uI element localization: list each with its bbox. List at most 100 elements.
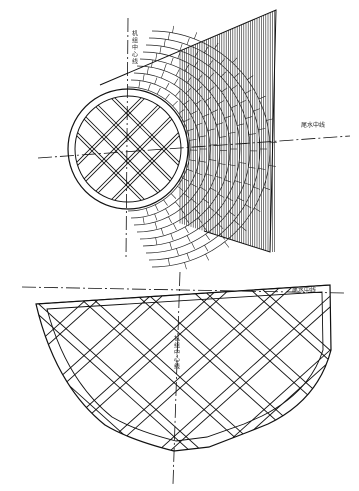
brick-joint: [195, 172, 203, 176]
brick-joint: [147, 83, 151, 91]
brick-joint: [194, 50, 199, 58]
brick-joint: [263, 187, 271, 190]
beam-line: [36, 285, 109, 451]
brick-joint: [248, 133, 256, 135]
brick-ring: [133, 72, 211, 226]
brick-joint: [155, 237, 158, 245]
beam-line: [207, 285, 331, 451]
brick-joint: [190, 110, 197, 115]
brick-joint: [194, 60, 199, 67]
brick-joint: [159, 46, 162, 54]
brick-joint: [258, 167, 266, 170]
brick-joint: [190, 183, 197, 188]
brick-joint: [221, 87, 228, 93]
beam-line: [36, 285, 169, 451]
brick-joint: [208, 72, 215, 79]
brick-joint: [247, 75, 254, 80]
beam-line: [36, 285, 181, 451]
beam-line: [251, 285, 331, 451]
brick-joint: [165, 93, 170, 100]
brick-joint: [239, 162, 247, 164]
brick-joint: [195, 122, 203, 126]
beam-line: [179, 285, 331, 451]
brick-joint: [244, 89, 252, 94]
brick-joint: [177, 51, 181, 59]
brick-joint: [220, 233, 226, 240]
brick-joint: [180, 208, 186, 215]
brick-joint: [191, 198, 197, 204]
brick-joint: [175, 201, 181, 208]
beam-line: [36, 285, 229, 451]
brick-courses: [127, 25, 277, 270]
brick-joint: [268, 165, 276, 167]
brick-joint: [228, 131, 236, 134]
brick-joint: [244, 204, 252, 209]
tailwater-center-line-label: 尾水中线: [301, 121, 325, 129]
brick-joint: [183, 99, 190, 105]
brick-joint: [211, 109, 219, 113]
brick-joint: [244, 182, 252, 186]
top-plan-view: 机组中心线 尾水中线: [37, 9, 351, 270]
brick-joint: [151, 60, 153, 68]
unit-center-line-label-bottom: 机组中心线: [173, 334, 180, 370]
brick-joint: [173, 223, 177, 231]
brick-joint: [163, 199, 168, 206]
unit-center-line-vertical: [125, 17, 129, 259]
brick-joint: [160, 71, 165, 79]
top-edge-line: [35, 284, 331, 305]
brick-joint: [154, 77, 158, 85]
brick-joint: [183, 118, 191, 123]
brick-joint: [138, 80, 141, 88]
brick-joint: [208, 60, 214, 67]
tailwater-center-line-label-bottom: 尾水中线: [292, 286, 316, 294]
brick-joint: [185, 88, 191, 94]
brick-joint: [208, 206, 215, 212]
brick-joint: [189, 159, 197, 162]
brick-joint: [177, 186, 184, 191]
brick-joint: [239, 100, 246, 104]
beam-line: [131, 285, 331, 451]
beam-line: [87, 285, 289, 451]
brick-joint: [237, 197, 245, 202]
brick-joint: [168, 216, 172, 224]
brick-joint: [196, 86, 202, 92]
grid-bar: [75, 96, 181, 186]
brick-joint: [175, 69, 180, 76]
brick-joint: [184, 226, 189, 234]
brick-joint: [145, 208, 149, 216]
brick-joint: [204, 46, 209, 54]
brick-joint: [216, 212, 222, 218]
brick-joint: [258, 95, 266, 100]
brick-joint: [156, 87, 161, 95]
beam-line: [99, 285, 301, 451]
brick-joint: [220, 58, 226, 65]
brick-joint: [224, 115, 232, 119]
brick-joint: [174, 78, 179, 85]
unit-center-line-label: 机组中心线: [131, 29, 138, 65]
brick-joint: [165, 83, 170, 90]
brick-joint: [210, 187, 217, 192]
brick-joint: [154, 213, 158, 221]
grid-bar: [75, 96, 181, 182]
brick-joint: [169, 242, 172, 250]
cone-outline: [99, 9, 277, 253]
brick-joint: [184, 262, 187, 270]
brick-joint: [231, 85, 238, 90]
brick-joint: [226, 197, 234, 202]
brick-joint: [248, 166, 256, 169]
brick-joint: [155, 53, 158, 61]
brick-joint: [163, 63, 167, 71]
tailwater-center-line: [37, 135, 351, 159]
brick-joint: [154, 204, 159, 212]
brick-joint: [183, 193, 190, 199]
brick-joint: [186, 235, 191, 242]
brick-joint: [254, 207, 261, 212]
brick-joint: [204, 97, 211, 102]
brick-joint: [230, 104, 238, 109]
brick-joint: [205, 254, 210, 261]
brick-joint: [253, 108, 260, 112]
brick-joint: [160, 228, 164, 236]
brick-joint: [197, 74, 203, 81]
beam-line: [36, 285, 121, 451]
